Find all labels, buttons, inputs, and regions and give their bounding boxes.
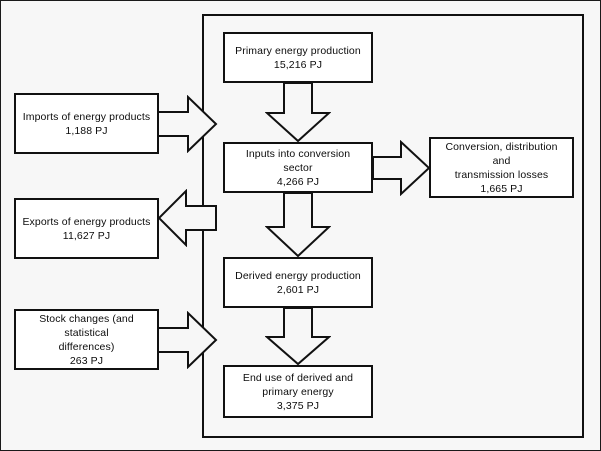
arrow-down-primary-to-conversion-icon: [265, 83, 331, 143]
node-conversion-distribution-transmission-losses-label: Conversion, distribution and transmissio…: [445, 140, 558, 195]
node-primary-energy-production-label: Primary energy production 15,216 PJ: [235, 44, 361, 71]
node-exports-of-energy-products-label: Exports of energy products 11,627 PJ: [22, 215, 151, 242]
node-primary-energy-production[interactable]: Primary energy production 15,216 PJ: [223, 32, 373, 83]
node-derived-energy-production-label: Derived energy production 2,601 PJ: [235, 269, 361, 296]
arrow-left-exports-out-of-system-icon: [158, 189, 218, 247]
node-imports-of-energy-products-label: Imports of energy products 1,188 PJ: [22, 110, 151, 137]
node-stock-changes-and-statistical-differences[interactable]: Stock changes (and statistical differenc…: [14, 309, 159, 370]
arrow-down-derived-to-enduse-icon: [265, 308, 331, 366]
node-inputs-into-conversion-sector-label: Inputs into conversion sector 4,266 PJ: [245, 147, 351, 188]
arrow-right-conversion-to-losses-icon: [373, 140, 431, 196]
node-derived-energy-production[interactable]: Derived energy production 2,601 PJ: [223, 257, 373, 308]
node-end-use-of-derived-and-primary-energy-label: End use of derived and primary energy 3,…: [242, 371, 354, 412]
node-conversion-distribution-transmission-losses[interactable]: Conversion, distribution and transmissio…: [429, 137, 574, 198]
node-exports-of-energy-products[interactable]: Exports of energy products 11,627 PJ: [14, 198, 159, 259]
node-stock-changes-and-statistical-differences-label: Stock changes (and statistical differenc…: [39, 312, 134, 367]
arrow-down-conversion-to-derived-icon: [265, 193, 331, 258]
node-end-use-of-derived-and-primary-energy[interactable]: End use of derived and primary energy 3,…: [223, 365, 373, 418]
arrow-right-stock-changes-into-system-icon: [158, 311, 218, 369]
arrow-right-imports-into-system-icon: [158, 95, 218, 153]
node-imports-of-energy-products[interactable]: Imports of energy products 1,188 PJ: [14, 93, 159, 154]
node-inputs-into-conversion-sector[interactable]: Inputs into conversion sector 4,266 PJ: [223, 142, 373, 193]
